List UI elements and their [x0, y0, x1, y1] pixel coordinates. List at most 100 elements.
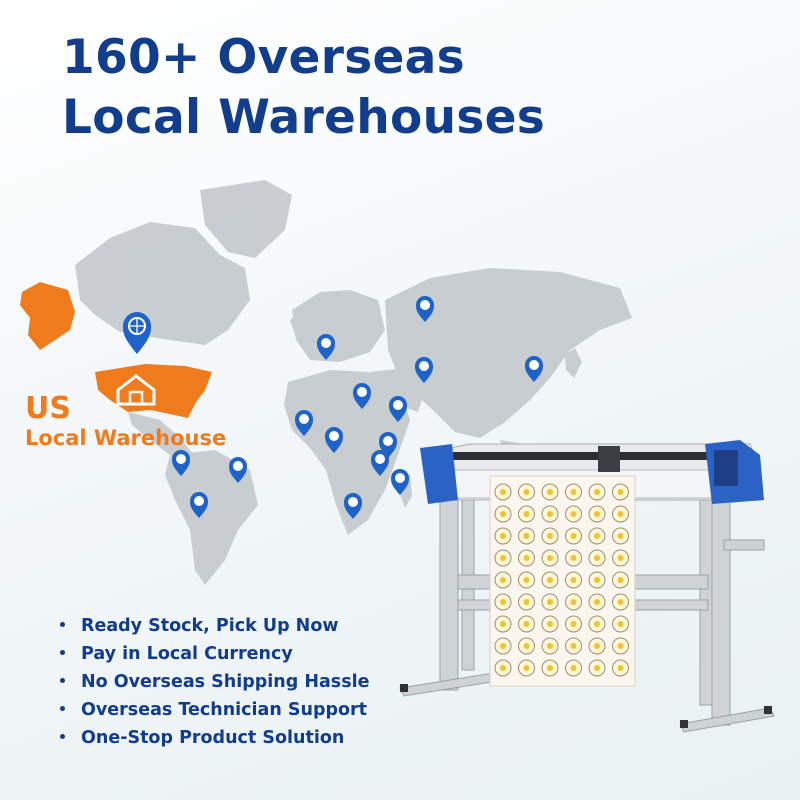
sticker-center — [594, 665, 600, 671]
bullet-dot-icon — [60, 733, 65, 739]
sticker-center — [594, 643, 600, 649]
location-pin-icon[interactable] — [325, 427, 343, 453]
us-label-country: US — [25, 391, 71, 426]
warehouse-icon — [116, 374, 156, 406]
bullet-dot-icon — [60, 649, 65, 655]
feature-text: Pay in Local Currency — [81, 644, 293, 664]
sticker-center — [570, 511, 577, 517]
sticker-center — [617, 489, 624, 495]
greenland-shape — [200, 180, 292, 258]
sticker-center — [617, 555, 624, 561]
sticker-center — [523, 621, 530, 627]
sticker-center — [617, 577, 624, 583]
feature-text: No Overseas Shipping Hassle — [81, 672, 370, 692]
sticker-center — [570, 533, 577, 539]
location-pin-icon[interactable] — [391, 469, 409, 495]
globe-icon — [357, 387, 367, 397]
sticker-center — [594, 511, 600, 517]
sticker-center — [570, 555, 577, 561]
globe-icon — [299, 414, 309, 424]
headline-line-1: 160+ Overseas — [62, 30, 465, 85]
sticker-center — [547, 577, 553, 583]
sticker-center — [594, 533, 600, 539]
middle-east-shape — [370, 368, 425, 412]
feature-item: One-Stop Product Solution — [60, 724, 370, 752]
sticker-center — [547, 621, 553, 627]
location-pin-icon[interactable] — [190, 492, 208, 518]
sticker-center — [500, 533, 506, 539]
bullet-dot-icon — [60, 677, 65, 683]
asia-shape — [385, 268, 632, 438]
headline-line-2: Local Warehouses — [62, 90, 546, 145]
sticker-center — [570, 489, 577, 495]
feature-text: One-Stop Product Solution — [81, 728, 345, 748]
sticker-center — [570, 643, 577, 649]
location-pin-icon[interactable] — [525, 356, 543, 382]
globe-icon — [393, 400, 403, 410]
sticker-center — [523, 643, 530, 649]
globe-icon — [233, 461, 243, 471]
sticker-center — [547, 599, 553, 605]
location-pin-icon[interactable] — [123, 312, 151, 354]
sticker-center — [523, 665, 530, 671]
location-pin-icon[interactable] — [317, 334, 335, 360]
japan-shape — [565, 348, 582, 378]
location-pin-icon[interactable] — [389, 396, 407, 422]
sticker-center — [547, 643, 553, 649]
sticker-center — [594, 577, 600, 583]
location-pin-icon[interactable] — [416, 296, 434, 322]
feature-item: No Overseas Shipping Hassle — [60, 668, 370, 696]
feature-item: Pay in Local Currency — [60, 640, 370, 668]
location-pin-icon[interactable] — [295, 410, 313, 436]
sticker-center — [570, 599, 577, 605]
us-label-warehouse: Local Warehouse — [25, 426, 227, 450]
sticker-center — [523, 555, 530, 561]
uk-shape — [290, 312, 306, 338]
us-warehouse-label: US Local Warehouse — [25, 392, 226, 452]
location-pin-icon[interactable] — [344, 493, 362, 519]
feature-item: Ready Stock, Pick Up Now — [60, 612, 370, 640]
sticker-center — [523, 577, 530, 583]
bullet-dot-icon — [60, 705, 65, 711]
canada-shape — [75, 222, 250, 345]
globe-icon — [194, 496, 204, 506]
sticker-center — [500, 621, 506, 627]
globe-icon — [176, 454, 186, 464]
location-pin-icon[interactable] — [172, 450, 190, 476]
globe-icon — [348, 497, 358, 507]
sticker-center — [594, 621, 600, 627]
sticker-center — [617, 533, 624, 539]
sticker-center — [547, 489, 553, 495]
location-pin-icon[interactable] — [371, 450, 389, 476]
globe-icon — [321, 338, 331, 348]
feature-item: Overseas Technician Support — [60, 696, 370, 724]
globe-icon — [419, 361, 429, 371]
globe-icon — [395, 473, 405, 483]
alaska-shape — [20, 282, 75, 350]
sticker-center — [500, 489, 506, 495]
location-pin-icon[interactable] — [415, 357, 433, 383]
sticker-center — [500, 665, 506, 671]
sticker-center — [594, 599, 600, 605]
sticker-center — [547, 511, 553, 517]
sticker-center — [500, 643, 506, 649]
globe-icon — [383, 436, 393, 446]
location-pin-icon[interactable] — [229, 457, 247, 483]
europe-shape — [292, 290, 385, 362]
page-title: 160+ Overseas Local Warehouses — [62, 28, 545, 148]
sticker-center — [547, 533, 553, 539]
feature-text: Ready Stock, Pick Up Now — [81, 616, 339, 636]
sticker-center — [617, 643, 624, 649]
feature-text: Overseas Technician Support — [81, 700, 368, 720]
location-pin-icon[interactable] — [353, 383, 371, 409]
sticker-center — [523, 511, 530, 517]
sticker-center — [547, 665, 553, 671]
sticker-center — [570, 577, 577, 583]
warehouse-pins — [172, 296, 543, 519]
sticker-center — [594, 489, 600, 495]
sticker-grid — [494, 483, 629, 677]
bullet-dot-icon — [60, 621, 65, 627]
sticker-center — [500, 577, 506, 583]
